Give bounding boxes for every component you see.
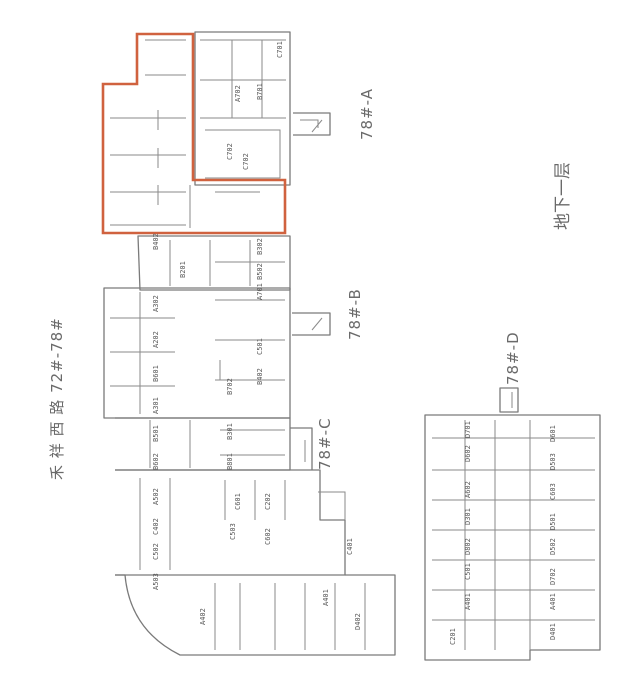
unit-label: C702 — [242, 153, 250, 170]
unit-label: A502 — [152, 488, 160, 505]
unit-label: D401 — [549, 623, 557, 640]
unit-label: B201 — [179, 261, 187, 278]
road-label: 禾 祥 西 路 72#-78# — [48, 317, 66, 480]
unit-label: D301 — [464, 508, 472, 525]
unit-label: C501 — [464, 563, 472, 580]
unit-label: B402 — [256, 368, 264, 385]
unit-label: B601 — [152, 365, 160, 382]
unit-label: C702 — [226, 143, 234, 160]
unit-label: C402 — [152, 518, 160, 535]
unit-label: C202 — [264, 493, 272, 510]
unit-label: D701 — [464, 421, 472, 438]
unit-label: C503 — [229, 523, 237, 540]
unit-label: B702 — [226, 378, 234, 395]
unit-label: C601 — [234, 493, 242, 510]
unit-label: D802 — [464, 538, 472, 555]
unit-label: C502 — [152, 543, 160, 560]
unit-label: A401 — [549, 593, 557, 610]
unit-label: D602 — [464, 445, 472, 462]
unit-label: A302 — [152, 295, 160, 312]
floor-label: 地下一层 — [553, 162, 573, 230]
unit-label: D402 — [354, 613, 362, 630]
section-label-b: 78#-B — [346, 288, 364, 340]
block-78a — [194, 31, 331, 186]
unit-label: A701 — [256, 283, 264, 300]
unit-label: C201 — [449, 628, 457, 645]
unit-label: D503 — [549, 453, 557, 470]
unit-label: A602 — [464, 481, 472, 498]
ramp-arrows — [304, 119, 513, 462]
section-label-d: 78#-D — [504, 331, 522, 385]
section-label-c: 78#-C — [316, 417, 334, 470]
unit-label: C603 — [549, 483, 557, 500]
unit-label: A503 — [152, 573, 160, 590]
unit-label: B302 — [256, 238, 264, 255]
unit-label: B501 — [152, 425, 160, 442]
unit-label: B602 — [152, 453, 160, 470]
unit-label: C701 — [276, 41, 284, 58]
unit-label: A401 — [322, 589, 330, 606]
unit-label: D702 — [549, 568, 557, 585]
unit-label: A702 — [234, 85, 242, 102]
unit-label: B701 — [256, 83, 264, 100]
block-main — [103, 235, 396, 656]
unit-label: C401 — [346, 538, 354, 555]
unit-label: A301 — [152, 397, 160, 414]
unit-label: D601 — [549, 425, 557, 442]
highlighted-area — [101, 32, 287, 235]
unit-label: A202 — [152, 331, 160, 348]
unit-label: A401 — [464, 593, 472, 610]
unit-label: C602 — [264, 528, 272, 545]
highlighted-partitions — [110, 39, 260, 228]
block-78d — [424, 387, 601, 661]
unit-label: A402 — [199, 608, 207, 625]
unit-label: D501 — [549, 513, 557, 530]
unit-label: B801 — [226, 453, 234, 470]
unit-label: D502 — [549, 538, 557, 555]
unit-label: B502 — [256, 263, 264, 280]
section-label-a: 78#-A — [358, 88, 376, 140]
unit-label: C501 — [256, 338, 264, 355]
unit-label: B301 — [226, 423, 234, 440]
unit-label: B402 — [152, 233, 160, 250]
